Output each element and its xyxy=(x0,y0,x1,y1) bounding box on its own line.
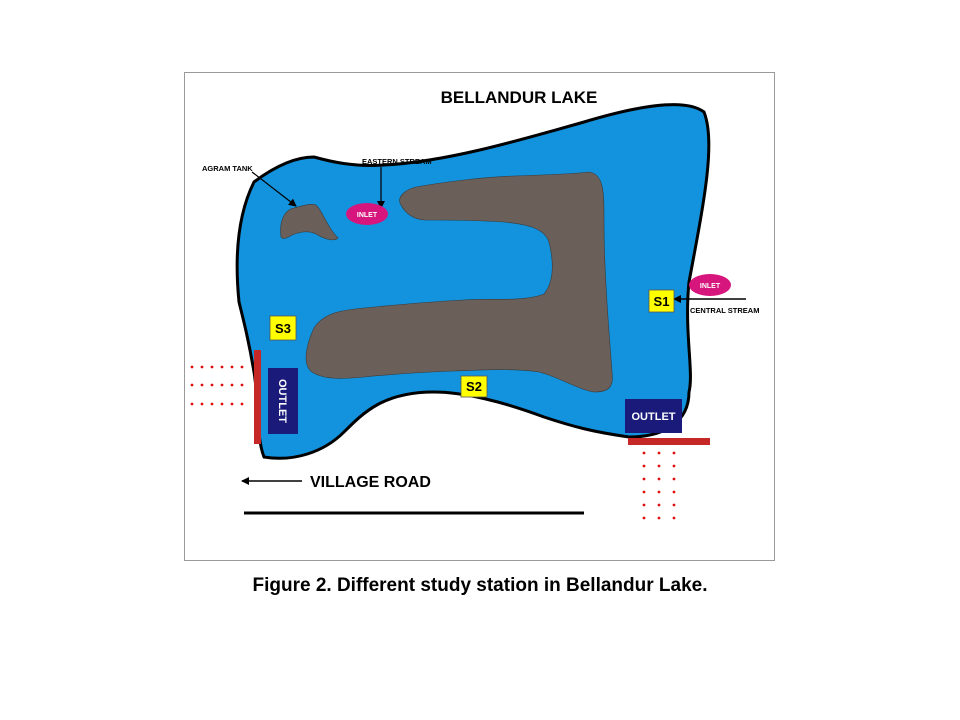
outlet-west-flow-dots xyxy=(190,365,244,406)
outlet-south-east-bar xyxy=(628,438,710,445)
station-s2: S2 xyxy=(460,375,488,398)
main-island xyxy=(305,171,613,393)
station-s3-label: S3 xyxy=(275,321,291,336)
inlet-eastern-label: INLET xyxy=(357,212,378,219)
station-s2-label: S2 xyxy=(466,379,482,394)
outlet-south-east-box xyxy=(625,399,682,433)
agram-tank-arrow xyxy=(251,171,297,207)
station-s1: S1 xyxy=(648,289,675,313)
inlet-central-marker xyxy=(689,274,731,296)
outlet-west-bar xyxy=(254,350,261,444)
inlet-eastern-marker xyxy=(346,203,388,225)
station-s3: S3 xyxy=(269,315,297,341)
outlet-south-east: OUTLET xyxy=(625,399,710,520)
agram-tank-label: AGRAM TANK xyxy=(202,164,253,173)
station-s3-box xyxy=(269,315,297,341)
agram-tank-island xyxy=(280,204,339,241)
station-s2-box xyxy=(460,375,488,398)
inlet-central-label: INLET xyxy=(700,283,721,290)
outlet-west: OUTLET xyxy=(190,350,298,444)
inlet-eastern: INLET xyxy=(346,203,388,225)
outlet-south-east-flow-dots xyxy=(642,451,676,520)
central-stream-label: CENTRAL STREAM xyxy=(690,306,759,315)
figure-caption: Figure 2. Different study station in Bel… xyxy=(252,575,708,596)
outlet-west-label: OUTLET xyxy=(276,379,288,423)
map-title: BELLANDUR LAKE xyxy=(441,88,598,107)
station-s1-label: S1 xyxy=(654,294,670,309)
station-s1-box xyxy=(648,289,675,313)
eastern-stream-label: EASTERN STREAM xyxy=(362,157,432,166)
inlet-central: INLET xyxy=(689,274,731,296)
outlet-west-box xyxy=(268,368,298,434)
lake-map: BELLANDUR LAKE AGRAM TANK EASTERN STREAM… xyxy=(190,88,759,520)
outlet-south-east-label: OUTLET xyxy=(632,411,676,423)
village-road-label: VILLAGE ROAD xyxy=(310,474,431,491)
